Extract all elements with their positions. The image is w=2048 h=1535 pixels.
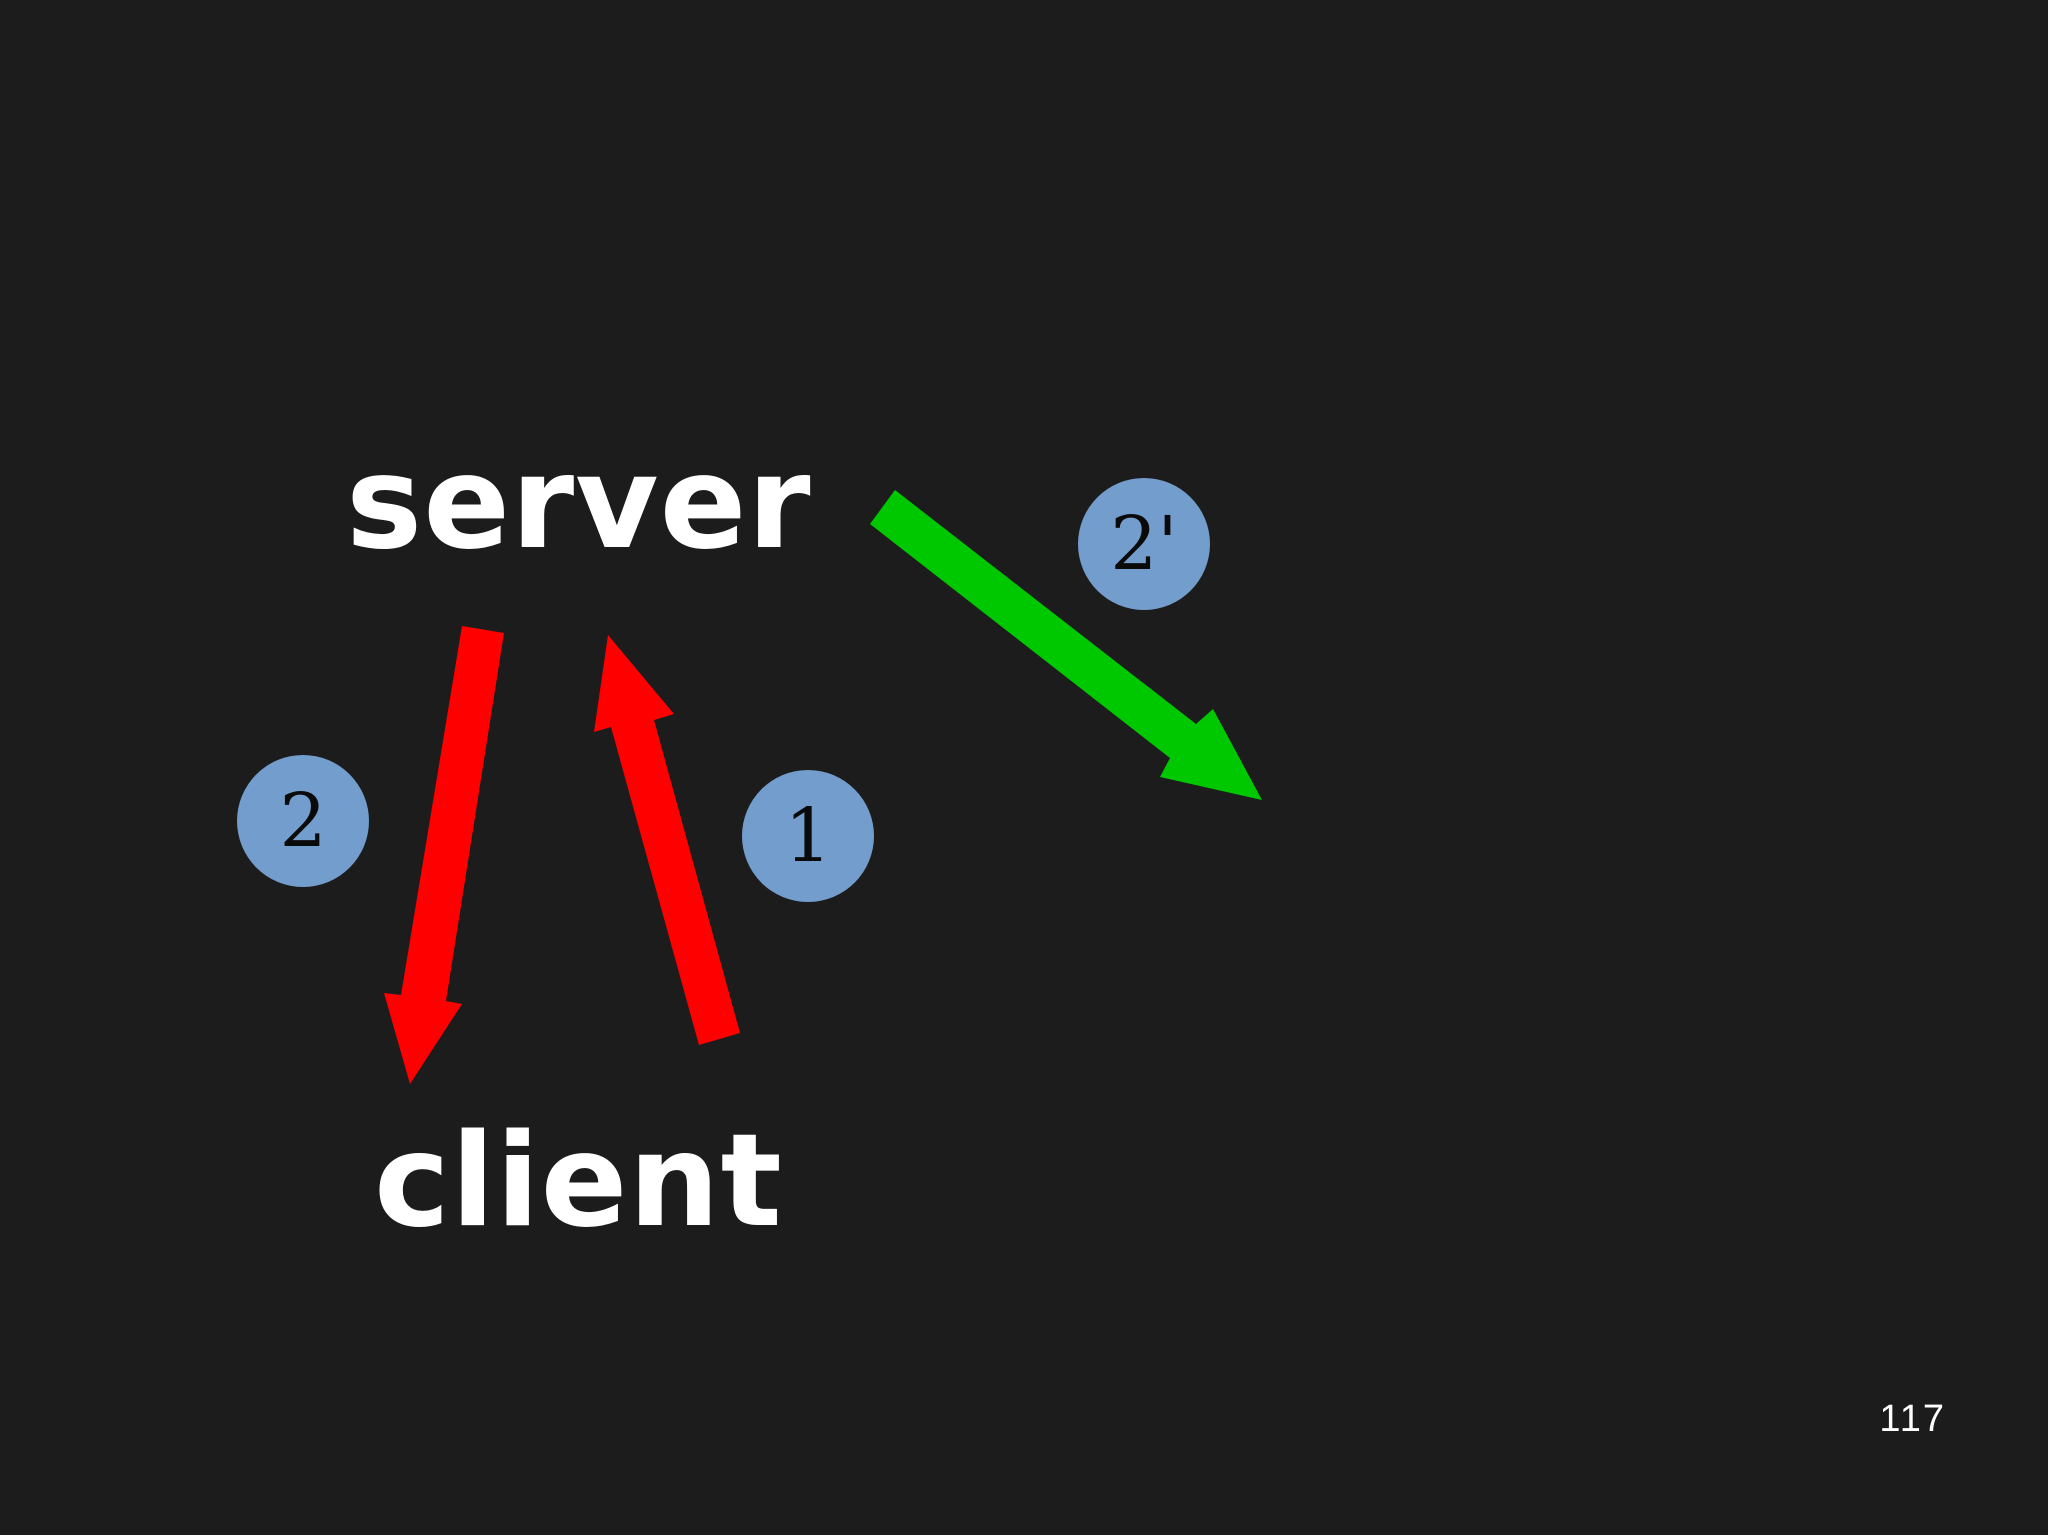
request-arrow	[594, 635, 740, 1045]
redirect-arrow	[870, 490, 1262, 800]
server-label: server	[346, 429, 812, 578]
response-arrow	[384, 626, 504, 1084]
step-2-prime-badge: 2'	[1078, 478, 1210, 610]
client-label: client	[374, 1107, 783, 1256]
page-number: 117	[1879, 1398, 1946, 1440]
step-1-badge: 1	[742, 770, 874, 902]
step-2-badge: 2	[237, 755, 369, 887]
